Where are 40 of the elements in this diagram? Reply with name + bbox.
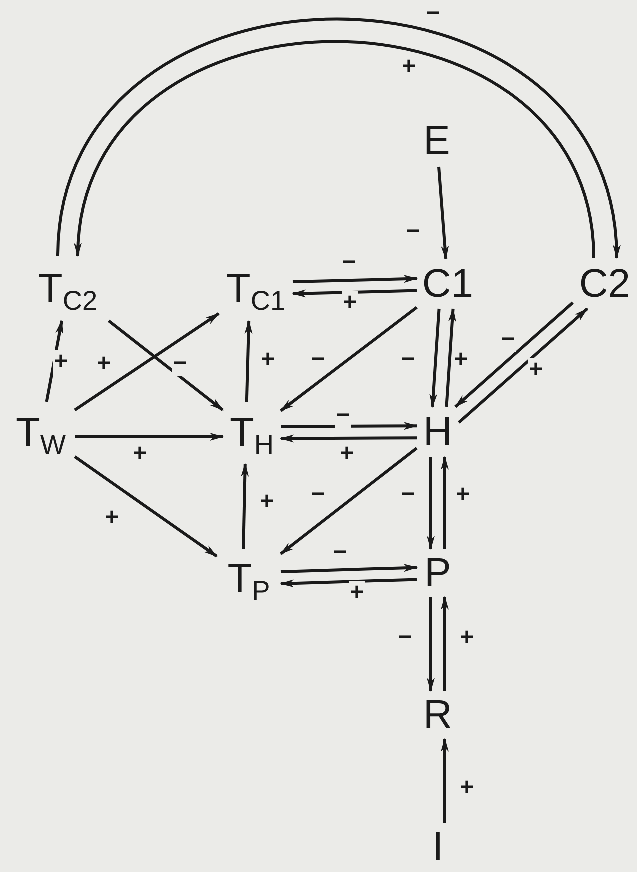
arrow bbox=[430, 308, 441, 408]
variable-label: C1 bbox=[420, 262, 476, 306]
arrow bbox=[280, 447, 418, 556]
variable-label: T$_{P}$ bbox=[220, 552, 278, 606]
arrow bbox=[241, 463, 250, 550]
arrow bbox=[445, 308, 456, 408]
variable-label: T$_{C2}$ bbox=[30, 260, 106, 318]
arrow bbox=[76, 40, 596, 258]
arrow bbox=[74, 312, 220, 412]
arrow bbox=[45, 320, 64, 402]
variable-label: H bbox=[420, 410, 456, 454]
arrow bbox=[280, 578, 418, 588]
arrow bbox=[56, 18, 620, 259]
arrow bbox=[292, 275, 418, 284]
variable-label: T$_{W}$ bbox=[10, 405, 72, 461]
arrow bbox=[75, 433, 224, 441]
arrow bbox=[441, 456, 449, 549]
arrow bbox=[438, 166, 450, 260]
arrow bbox=[280, 306, 418, 412]
arrow bbox=[458, 308, 588, 424]
variable-label: I bbox=[420, 826, 456, 868]
variable-label: T$_{C1}$ bbox=[222, 260, 290, 318]
variable-label: R bbox=[420, 694, 456, 736]
arrow bbox=[74, 456, 218, 558]
variable-label: T$_{H}$ bbox=[226, 405, 278, 461]
variable-label: P bbox=[420, 552, 456, 594]
arrow bbox=[454, 302, 574, 408]
arrow bbox=[244, 320, 253, 402]
arrow bbox=[280, 564, 418, 574]
arrow bbox=[280, 422, 418, 430]
arrow bbox=[427, 457, 435, 550]
arrow bbox=[292, 289, 418, 298]
edge-label: + bbox=[53, 350, 69, 374]
arrow bbox=[441, 738, 449, 823]
arrow bbox=[280, 434, 418, 443]
arrow bbox=[427, 597, 435, 692]
variable-label: E bbox=[417, 118, 457, 164]
arrow bbox=[441, 596, 449, 691]
arrow bbox=[108, 320, 224, 412]
variable-label: C2 bbox=[576, 262, 634, 306]
